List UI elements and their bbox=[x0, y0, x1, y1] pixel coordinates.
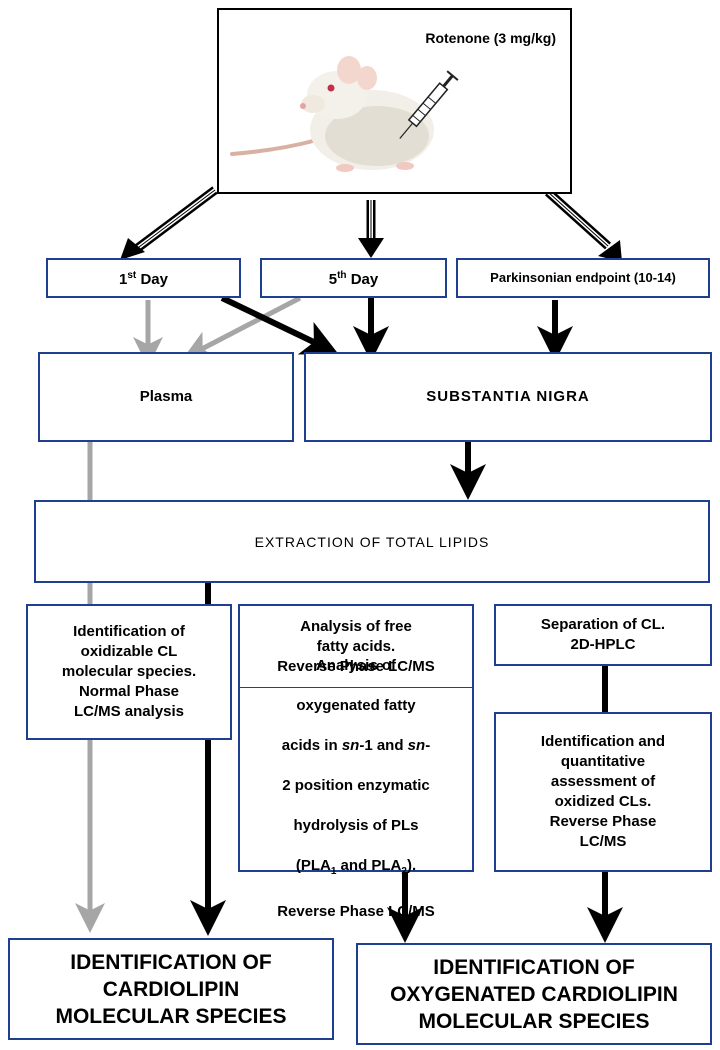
separation-cl-box: Separation of CL. 2D-HPLC bbox=[494, 604, 712, 666]
day5-label: 5th Day bbox=[328, 270, 379, 288]
arrow-top-to-day5 bbox=[358, 200, 384, 258]
result-oxygenated-cardiolipin-box: IDENTIFICATION OF OXYGENATED CARDIOLIPIN… bbox=[356, 943, 712, 1045]
rotenone-box: Rotenone (3 mg/kg) bbox=[217, 8, 572, 194]
day1-box: 1st Day bbox=[46, 258, 241, 298]
extraction-box: EXTRACTION OF TOTAL LIPIDS bbox=[34, 500, 710, 583]
oxidized-cl-label: Identification and quantitative assessme… bbox=[540, 733, 666, 850]
separation-cl-label: Separation of CL. 2D-HPLC bbox=[540, 616, 666, 653]
substantia-nigra-label: SUBSTANTIA NIGRA bbox=[426, 388, 590, 405]
oxygenated-fa-label: Analysis of oxygenated fatty acids in sn… bbox=[277, 657, 435, 920]
oxygenated-fa-box: Analysis of oxygenated fatty acids in sn… bbox=[238, 657, 474, 920]
plasma-label: Plasma bbox=[139, 388, 193, 405]
day5-box: 5th Day bbox=[260, 258, 447, 298]
result-oxygenated-cardiolipin-label: IDENTIFICATION OF OXYGENATED CARDIOLIPIN… bbox=[390, 955, 678, 1033]
normal-phase-label: Identification of oxidizable CL molecula… bbox=[61, 623, 197, 720]
oxidized-cl-box: Identification and quantitative assessme… bbox=[494, 712, 712, 872]
free-fatty-acids-box: Analysis of free fatty acids. Reverse Ph… bbox=[238, 604, 474, 690]
endpoint-box: Parkinsonian endpoint (10-14) bbox=[456, 258, 710, 298]
rotenone-label: Rotenone (3 mg/kg) bbox=[425, 30, 556, 46]
plasma-box: Plasma bbox=[38, 352, 294, 442]
day1-label: 1st Day bbox=[119, 270, 168, 288]
result-cardiolipin-box: IDENTIFICATION OF CARDIOLIPIN MOLECULAR … bbox=[8, 938, 334, 1040]
result-cardiolipin-label: IDENTIFICATION OF CARDIOLIPIN MOLECULAR … bbox=[55, 950, 287, 1028]
rat-illustration bbox=[230, 56, 459, 172]
substantia-nigra-box: SUBSTANTIA NIGRA bbox=[304, 352, 712, 442]
endpoint-label: Parkinsonian endpoint (10-14) bbox=[490, 270, 676, 285]
normal-phase-box: Identification of oxidizable CL molecula… bbox=[26, 604, 232, 740]
extraction-label: EXTRACTION OF TOTAL LIPIDS bbox=[254, 533, 490, 550]
free-fatty-acids-label: Analysis of free fatty acids. Reverse Ph… bbox=[277, 617, 435, 675]
arrow-day1-to-substantia bbox=[220, 295, 339, 355]
arrow-top-to-day1 bbox=[120, 186, 218, 260]
arrow-top-to-endpoint bbox=[544, 188, 622, 262]
arrow-day5-to-plasma bbox=[182, 295, 302, 359]
